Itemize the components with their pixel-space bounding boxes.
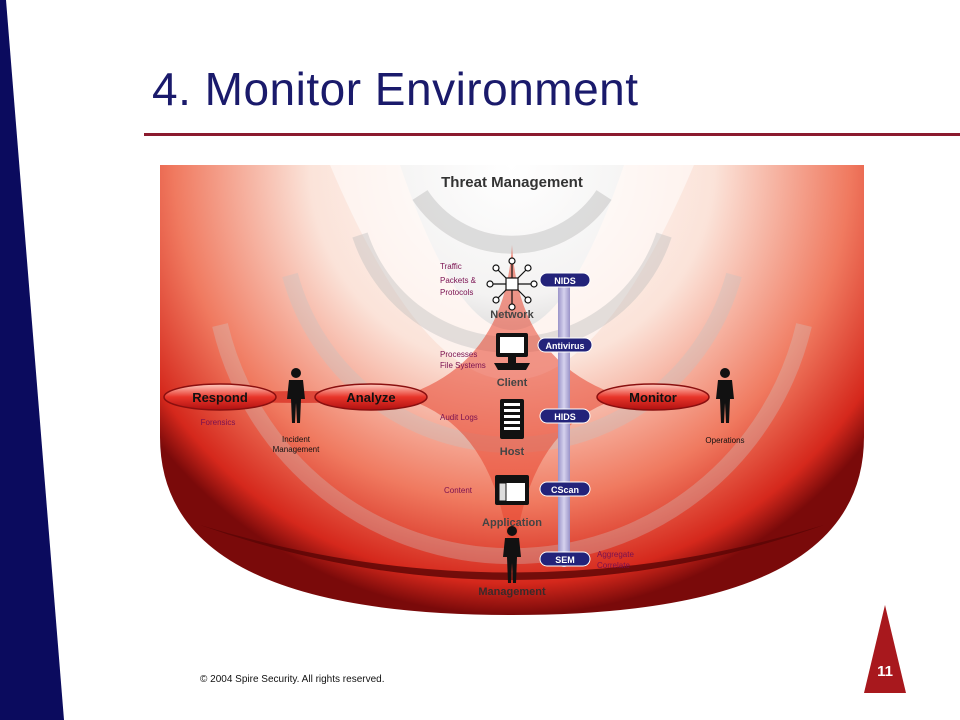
incident-label-line2: Management [273, 445, 320, 454]
source-protocols: Protocols [440, 288, 473, 297]
bowl-rim [200, 525, 824, 580]
tool-sem: SEM [539, 551, 591, 567]
operations-figure [716, 368, 734, 423]
source-audit-logs: Audit Logs [440, 413, 478, 422]
layer-network: Network [490, 309, 534, 321]
layer-host: Host [500, 446, 525, 458]
tool-sem-label: SEM [555, 555, 575, 565]
incident-manager-figure [287, 368, 305, 423]
host-server-icon [500, 399, 524, 439]
respond-label: Respond [192, 390, 248, 405]
layer-management: Management [478, 586, 546, 598]
tool-cscan: CScan [539, 481, 591, 497]
source-processes: Processes [440, 350, 477, 359]
diagram-heading: Threat Management [441, 174, 583, 191]
sem-correlate: Correlate [597, 561, 630, 570]
process-respond: Respond [163, 383, 277, 411]
threat-management-diagram: Threat Management Respond Analyze Monito… [160, 165, 864, 615]
page-number: 11 [877, 663, 893, 680]
slide-title: 4. Monitor Environment [152, 63, 639, 115]
monitor-label: Monitor [629, 390, 677, 405]
slide-sidebar-band [0, 0, 64, 720]
analyze-label: Analyze [346, 390, 395, 405]
tool-antivirus: Antivirus [537, 337, 593, 353]
network-icon [486, 257, 538, 311]
tool-nids: NIDS [539, 272, 591, 288]
source-packets: Packets & [440, 276, 477, 285]
source-file-systems: File Systems [440, 361, 486, 370]
tool-hids-label: HIDS [554, 412, 576, 422]
incident-label-line1: Incident [282, 435, 311, 444]
process-monitor: Monitor [596, 383, 710, 411]
management-figure [503, 526, 521, 583]
copyright-notice: © 2004 Spire Security. All rights reserv… [200, 674, 385, 685]
tool-cscan-label: CScan [551, 485, 579, 495]
source-content: Content [444, 486, 473, 495]
sem-aggregate: Aggregate [597, 550, 634, 559]
layer-application: Application [482, 517, 542, 529]
application-window-icon [495, 475, 529, 505]
tool-antivirus-label: Antivirus [545, 341, 584, 351]
forensics-label: Forensics [201, 418, 236, 427]
client-computer-icon [494, 333, 530, 370]
title-divider [144, 133, 960, 136]
tool-nids-label: NIDS [554, 276, 576, 286]
tool-hids: HIDS [539, 408, 591, 424]
page-number-marker [864, 605, 906, 693]
layer-client: Client [497, 377, 528, 389]
process-analyze: Analyze [314, 383, 428, 411]
source-traffic: Traffic [440, 262, 462, 271]
operations-label: Operations [705, 436, 744, 445]
